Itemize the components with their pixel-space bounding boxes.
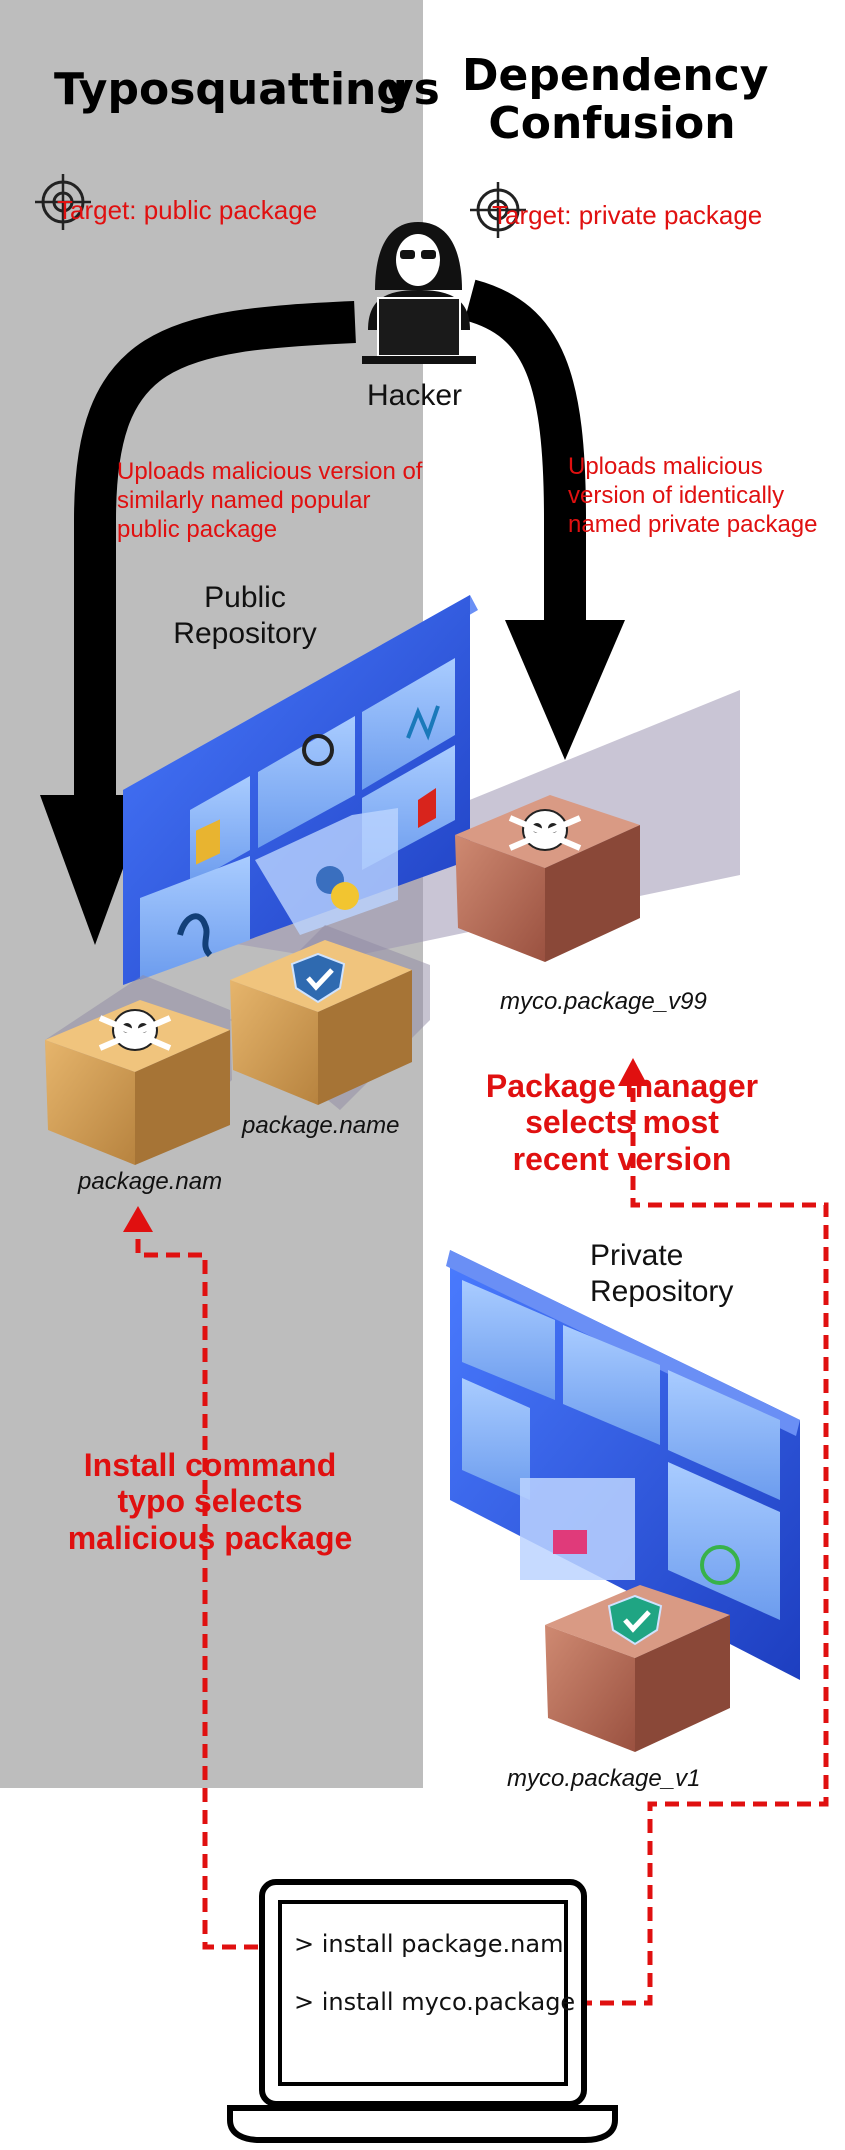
perl-camel-icon (177, 913, 213, 958)
dependency-confusion-flow (578, 1058, 829, 2006)
repo-shelf-cells (462, 1280, 780, 1620)
install-typo-flow (123, 1206, 280, 1950)
repo-tool-icon (700, 1545, 740, 1585)
drawer-item-icon (553, 1530, 587, 1554)
python-icon (316, 866, 359, 910)
shield-check-icon (607, 1594, 663, 1646)
package-box-legit-private (545, 1585, 730, 1752)
title-vs: vs (385, 64, 440, 115)
package-label-legit-public: package.name (242, 1112, 400, 1139)
private-repository-label: Private Repository (590, 1239, 734, 1308)
package-box-malicious-typo (45, 975, 232, 1165)
target-public-label: Target: public package (57, 195, 318, 225)
open-drawer (520, 1478, 635, 1580)
laptop-icon (227, 1879, 618, 2143)
crosshair-icon (35, 174, 91, 230)
package-box-malicious-private (455, 795, 640, 962)
title-dependency-confusion: Dependency Confusion (462, 50, 769, 150)
crosshair-icon (470, 182, 526, 238)
private-repository (446, 1250, 800, 1680)
upload-note-left: Uploads malicious version of similarly n… (117, 458, 423, 543)
upload-arrow-left (40, 301, 356, 945)
manager-selects-annotation: Package manager selects most recent vers… (485, 1068, 759, 1177)
upload-arrow-right (463, 279, 625, 760)
skull-icon (508, 809, 582, 851)
terminal-line-private: > install myco.package (294, 1988, 576, 2016)
install-typo-annotation: Install command typo selects malicious p… (67, 1447, 353, 1556)
package-label-legit-private: myco.package_v1 (507, 1765, 701, 1792)
nim-icon (406, 705, 440, 741)
skull-icon (98, 1009, 172, 1051)
shield-check-icon (290, 952, 346, 1004)
ruby-icon (418, 788, 436, 828)
rust-icon (302, 734, 334, 766)
hacker-label: Hacker (367, 379, 463, 412)
hacker-icon (362, 222, 476, 364)
upload-note-right: Uploads malicious version of identically… (568, 453, 818, 538)
public-repository-label: Public Repository (173, 581, 317, 650)
javascript-icon (196, 819, 220, 865)
package-label-malicious-private: myco.package_v99 (500, 988, 707, 1015)
target-private-label: Target: private package (492, 200, 763, 230)
package-box-legit-public (230, 925, 430, 1110)
package-label-malicious-typo: package.nam (78, 1168, 223, 1195)
terminal-line-typo: > install package.nam (294, 1930, 564, 1958)
public-repository (123, 595, 740, 985)
title-typosquatting: Typosquatting (54, 64, 408, 115)
